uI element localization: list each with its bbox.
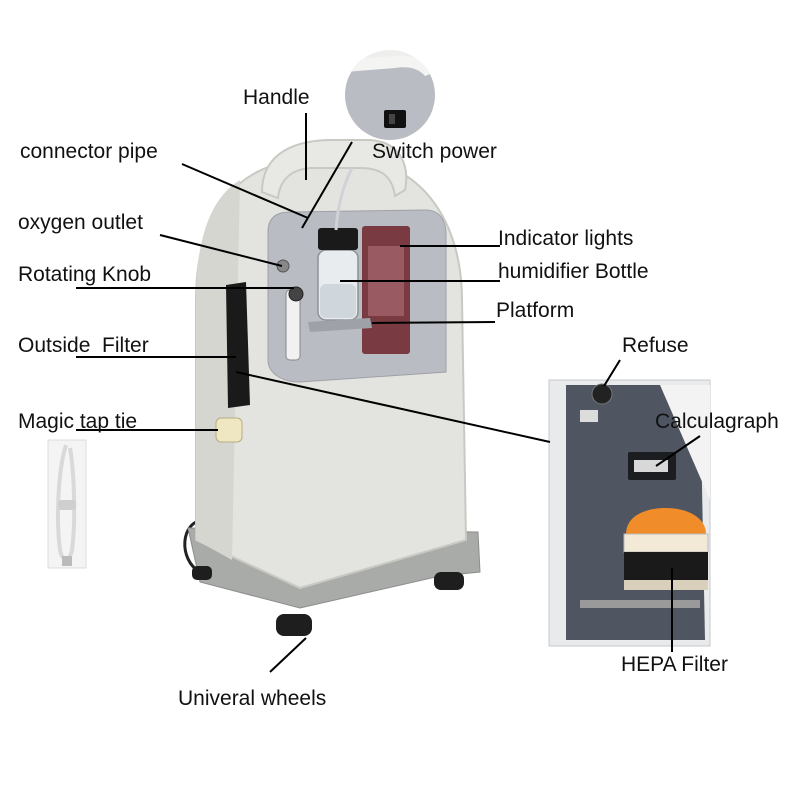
humidifier-water bbox=[320, 284, 356, 318]
interior-inset bbox=[548, 379, 711, 647]
label-hepa-filter: HEPA Filter bbox=[621, 653, 728, 676]
label-humidifier-bottle: humidifier Bottle bbox=[498, 260, 649, 283]
refuse-leader bbox=[603, 359, 621, 387]
label-switch-power: Switch power bbox=[372, 140, 497, 163]
body-side-shade bbox=[196, 180, 240, 560]
magic-tap-tie-part bbox=[215, 417, 243, 443]
platform-leader bbox=[371, 321, 496, 324]
switch-power-leader bbox=[301, 141, 353, 229]
connector-pipe-leader bbox=[181, 163, 309, 219]
label-rotating-knob: Rotating Knob bbox=[18, 263, 152, 286]
magic-tap-tie-inset bbox=[47, 439, 87, 569]
label-connector-pipe: connector pipe bbox=[20, 140, 158, 163]
label-calculagraph: Calculagraph bbox=[655, 410, 779, 433]
label-oxygen-outlet: oxygen outlet bbox=[18, 211, 143, 234]
calculagraph-leader bbox=[655, 435, 701, 467]
interior-pointer-leader bbox=[235, 371, 551, 443]
label-outside-filter: Outside Filter bbox=[18, 334, 149, 357]
wheel-left bbox=[192, 566, 212, 580]
connector-pipe-part bbox=[334, 167, 354, 231]
rotating-knob-part bbox=[288, 286, 304, 302]
oxygen-outlet-leader bbox=[159, 234, 283, 267]
wheel-right bbox=[434, 572, 464, 590]
label-platform: Platform bbox=[496, 299, 575, 322]
wheel-front bbox=[276, 614, 312, 636]
leader-lines bbox=[76, 113, 701, 673]
label-magic-tap-tie: Magic tap tie bbox=[18, 410, 138, 433]
humidifier-cap bbox=[318, 228, 358, 250]
platform-part bbox=[308, 318, 372, 332]
label-indicator-lights: Indicator lights bbox=[498, 227, 634, 250]
label-handle: Handle bbox=[243, 86, 310, 109]
label-refuse: Refuse bbox=[622, 334, 689, 357]
refuse-part bbox=[591, 383, 613, 405]
oxygen-outlet-part bbox=[276, 259, 290, 273]
label-universal-wheels: Univeral wheels bbox=[178, 687, 327, 710]
universal-wheels-leader bbox=[269, 637, 307, 673]
hepa-filter-part bbox=[626, 508, 706, 534]
switch-power-inset bbox=[345, 50, 435, 140]
outside-filter-part bbox=[226, 282, 250, 408]
oxygen-concentrator-unit bbox=[183, 139, 481, 636]
handle-part bbox=[260, 139, 408, 200]
